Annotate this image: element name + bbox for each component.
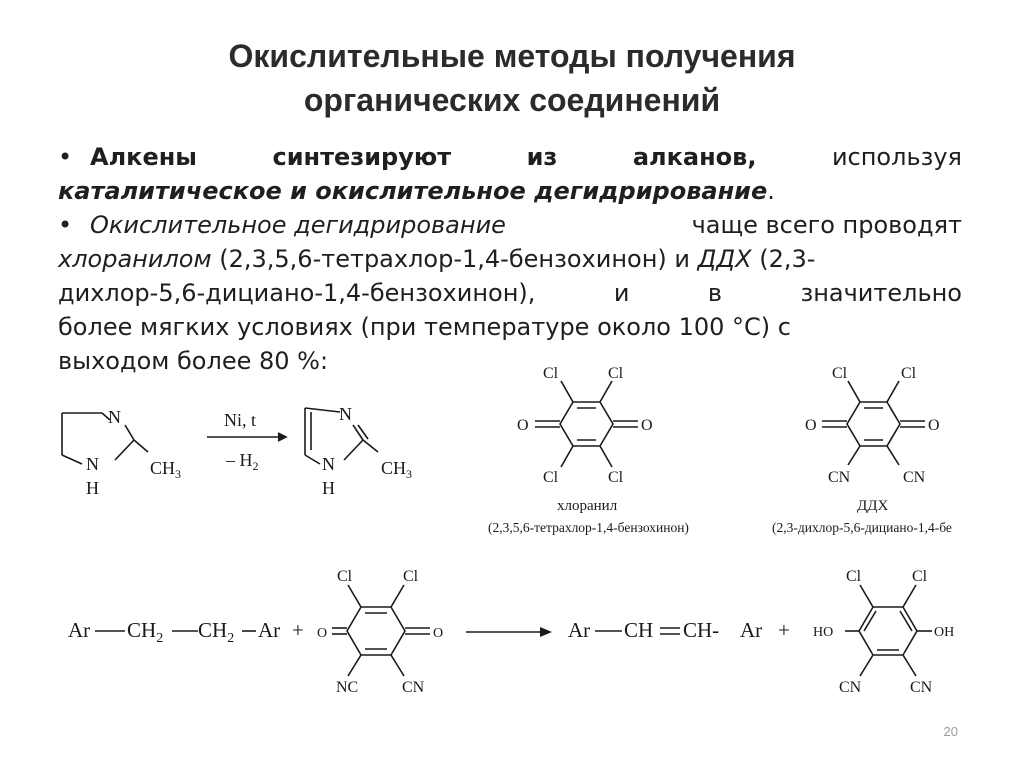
- hydroquinone-cn-right: CN: [910, 679, 933, 696]
- page-number: 20: [943, 724, 958, 739]
- reactant-ar-right: Ar: [258, 618, 280, 642]
- ddq-full-name: (2,3-дихлор-5,6-дициано-1,4-бе: [772, 520, 952, 535]
- chloranil-cl-bl: Cl: [543, 469, 559, 486]
- ddq-cn-bl: CN: [828, 469, 851, 486]
- reactant-ch2-2: CH2: [198, 618, 234, 646]
- imidazole-ch3: CH3: [381, 458, 412, 481]
- chloranil-o-right: O: [641, 417, 653, 434]
- imidazole-n-bottom: N: [322, 454, 335, 474]
- hydroquinone-cn-left: CN: [839, 679, 862, 696]
- chloranil-o-left: O: [517, 417, 529, 434]
- imidazole-n-top: N: [339, 404, 352, 424]
- chloranil-cl-tr: Cl: [608, 365, 624, 382]
- bullet2-line5: выходом более 80 %:: [58, 347, 329, 375]
- reaction-ddq-cl-right: Cl: [403, 568, 419, 585]
- plus-sign-2: +: [778, 618, 790, 642]
- imidazole-structure: [304, 407, 379, 465]
- title-line-2: органических соединений: [303, 82, 721, 118]
- bullet-dot: •: [58, 143, 73, 171]
- chloranil-cl-tl: Cl: [543, 365, 559, 382]
- bullet2-line4: более мягких условиях (при температуре о…: [58, 313, 791, 341]
- hydroquinone-cl-right: Cl: [912, 568, 928, 585]
- condition-bottom: – H2: [225, 450, 259, 473]
- reaction-ddq-cl-left: Cl: [337, 568, 353, 585]
- bullet2-line2: хлоранилом (2,3,5,6-тетрахлор-1,4-бензох…: [58, 245, 816, 273]
- ddq-cl-tl: Cl: [832, 365, 848, 382]
- hydroquinone-ring: [845, 584, 932, 677]
- reaction-ddq-o-left: O: [317, 626, 327, 641]
- plus-sign-1: +: [292, 618, 304, 642]
- title-line-1: Окислительные методы получения: [228, 38, 796, 74]
- ddq-ring: [822, 380, 925, 466]
- imidazoline-ch3: CH3: [150, 458, 181, 481]
- ddq-o-left: O: [805, 417, 817, 434]
- reactant-ar-left: Ar: [68, 618, 90, 642]
- bullet-dot: •: [58, 211, 73, 239]
- reactant-ch2-1: CH2: [127, 618, 163, 646]
- hydroquinone-oh: OH: [934, 625, 954, 640]
- product-ch-2: CH-: [683, 618, 719, 642]
- condition-top: Ni, t: [224, 410, 256, 430]
- chloranil-name: хлоранил: [557, 498, 618, 514]
- bullet2-line3: дихлор-5,6-дициано-1,4-бензохинон), и в …: [58, 279, 962, 307]
- imidazole-h: H: [322, 478, 335, 498]
- reaction-ddq-ring: [332, 584, 430, 677]
- hydroquinone-cl-left: Cl: [846, 568, 862, 585]
- imidazoline-h: H: [86, 478, 99, 498]
- imidazoline-n-bottom: N: [86, 454, 99, 474]
- chloranil-ring: [535, 380, 638, 468]
- bullet2-line1: •Окислительное дегидрирование чаще всего…: [58, 208, 962, 242]
- hydroquinone-ho: HO: [813, 625, 833, 640]
- imidazoline-structure: [61, 412, 149, 465]
- slide-title: Окислительные методы получения органичес…: [0, 34, 1024, 122]
- imidazoline-n-top: N: [108, 407, 121, 427]
- product-ch-1: CH: [624, 618, 653, 642]
- bullet1-line2: каталитическое и окислительное дегидриро…: [58, 177, 775, 205]
- ddq-name: ДДХ: [857, 498, 888, 514]
- ddq-o-right: O: [928, 417, 940, 434]
- body-text: •Алкены синтезируют из алканов, использу…: [58, 140, 962, 378]
- product-ar-left: Ar: [568, 618, 590, 642]
- chloranil-cl-br: Cl: [608, 469, 624, 486]
- bullet1-line1: •Алкены синтезируют из алканов, использу…: [58, 140, 962, 174]
- ddq-cn-br: CN: [903, 469, 926, 486]
- reaction-ddq-nc: NC: [336, 679, 358, 696]
- reaction-ddq-cn: CN: [402, 679, 425, 696]
- chloranil-full-name: (2,3,5,6-тетрахлор-1,4-бензохинон): [488, 520, 689, 535]
- product-ar-right: Ar: [740, 618, 762, 642]
- ddq-cl-tr: Cl: [901, 365, 917, 382]
- reaction-ddq-o-right: O: [433, 626, 443, 641]
